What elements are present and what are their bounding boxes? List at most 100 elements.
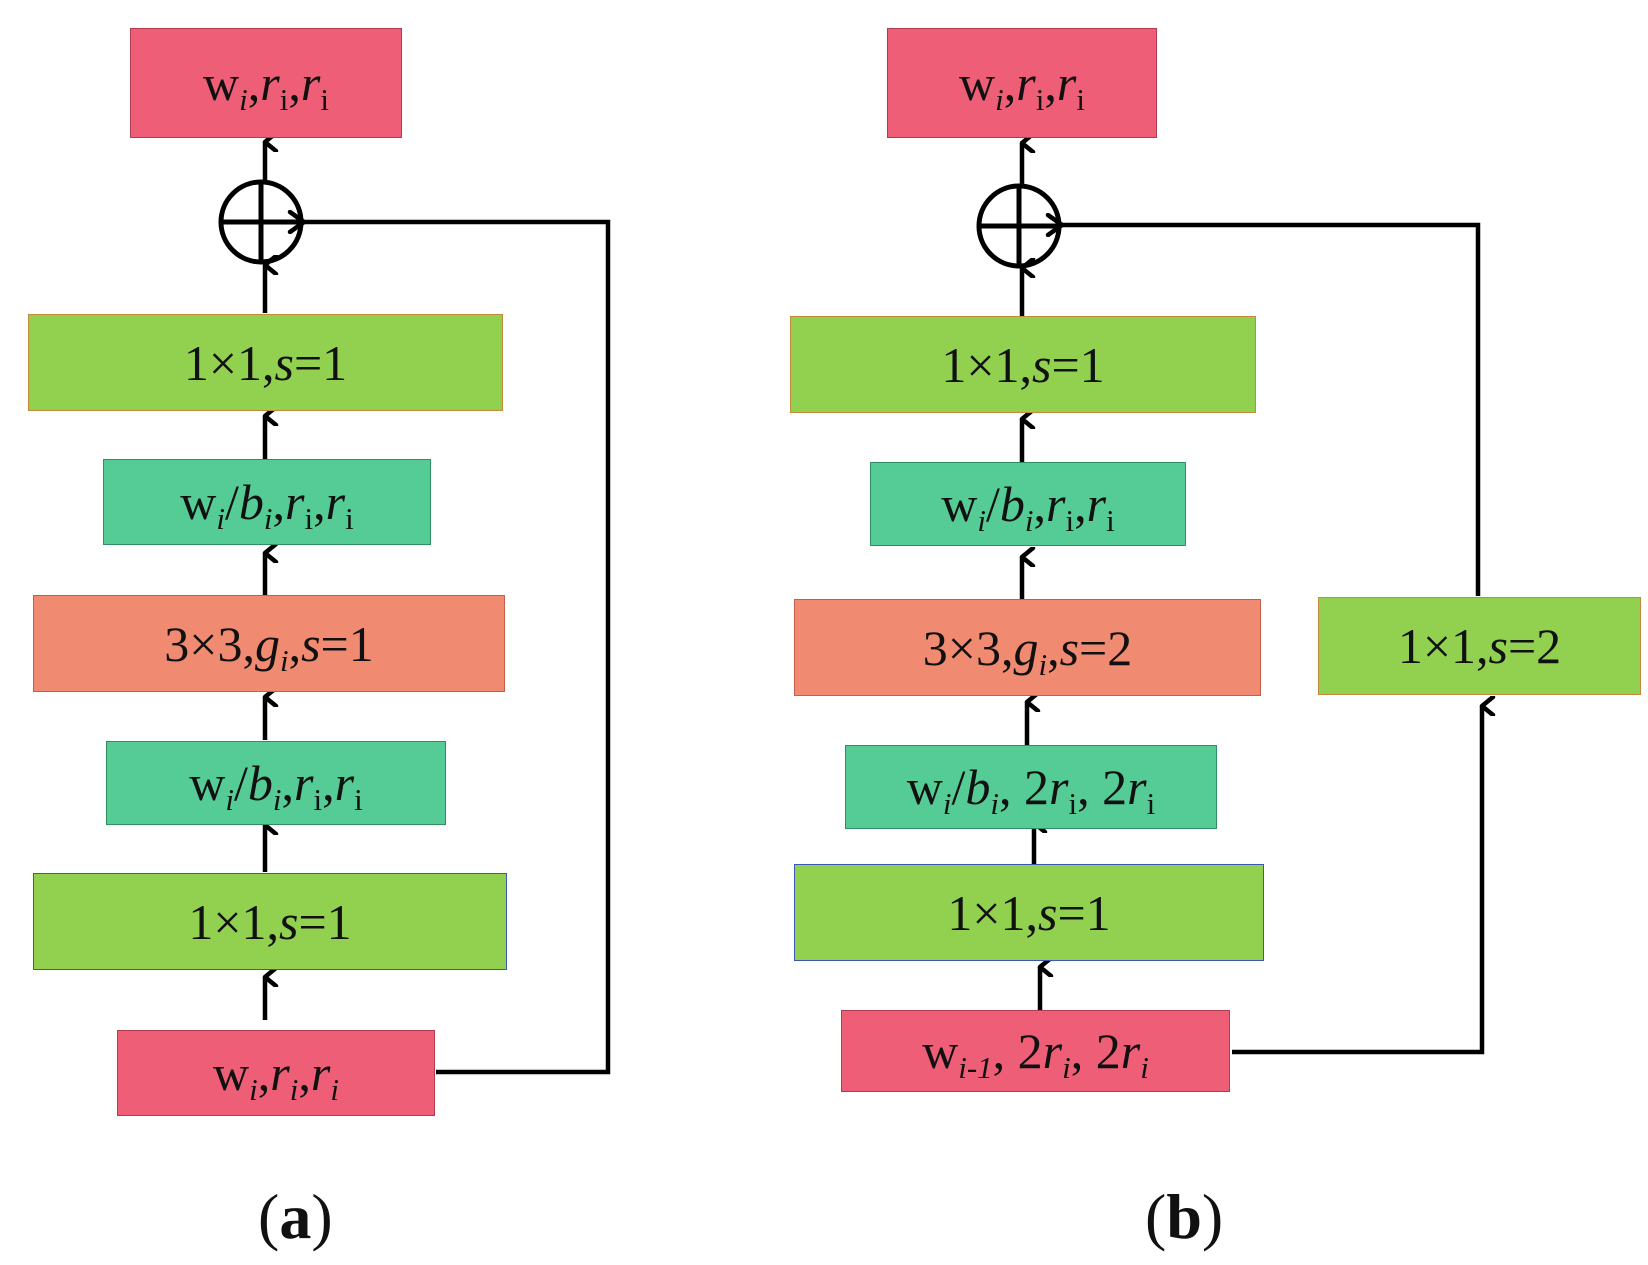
panel-b-norm-bottom-box: wi/bi, 2ri, 2ri: [845, 745, 1217, 829]
label-token-text: w: [203, 55, 240, 111]
label-token-subscript: i: [1068, 785, 1078, 821]
arrow-a-shortcut: [304, 222, 611, 1075]
label-token-text: b: [999, 476, 1025, 532]
label-token: wi: [959, 55, 1004, 115]
label-token-text: s: [1059, 619, 1080, 676]
label-token: ri: [311, 1048, 339, 1105]
label-token-text: r: [300, 55, 321, 111]
panel-b-conv3x3-label: 3×3, gi, s=2: [923, 619, 1133, 680]
label-token-text: b: [238, 474, 264, 530]
panel-b-conv3x3-box: 3×3, gi, s=2: [794, 599, 1261, 696]
label-token-subscript: i: [225, 781, 234, 817]
label-token: ,: [1074, 479, 1087, 529]
label-token-text: /: [225, 474, 239, 530]
label-token-text: r: [1056, 55, 1077, 111]
label-token-text: ,: [298, 1045, 311, 1101]
label-token-text: 1×1,: [941, 336, 1033, 393]
label-token: 1×1,: [184, 338, 275, 388]
panel-a-caption: (a): [258, 1180, 333, 1254]
label-token: ,: [322, 758, 335, 808]
label-token-text: r: [334, 755, 355, 811]
panel-a-conv1x1-top-box: 1×1, s=1: [28, 314, 503, 411]
label-token-text: r: [285, 474, 305, 530]
label-token-text: r: [1046, 476, 1066, 532]
label-token-text: w: [213, 1045, 250, 1101]
label-token: wi: [180, 477, 225, 534]
label-token-text: ,: [247, 55, 261, 111]
panel-a-caption-letter: a: [279, 1181, 312, 1252]
panel-a-input-label: wi, ri, ri: [213, 1045, 339, 1105]
label-token-text: ,: [288, 615, 302, 672]
label-token: ,: [248, 58, 261, 108]
label-token: ri: [285, 474, 313, 534]
label-token: , 2: [993, 1026, 1043, 1076]
panel-a-caption-open: (: [258, 1181, 280, 1252]
panel-b-norm-bottom-label: wi/bi, 2ri, 2ri: [906, 759, 1155, 819]
label-token-subscript: i: [995, 81, 1004, 117]
label-token: s: [275, 338, 294, 388]
panel-b-norm-top-label: wi/bi, ri, ri: [941, 476, 1115, 536]
label-token-text: ,: [313, 474, 326, 530]
label-token: 1×1,: [947, 888, 1038, 938]
panel-b-conv1x1-top-box: 1×1, s=1: [790, 316, 1256, 413]
label-token-text: ,: [1047, 619, 1060, 676]
label-token-subscript: i: [1065, 502, 1075, 538]
label-token: ri: [260, 58, 288, 115]
label-token-text: w: [906, 759, 943, 815]
label-token-text: ,: [1033, 476, 1047, 532]
label-token: wi: [941, 476, 986, 536]
label-token: ,: [298, 1048, 311, 1098]
label-token-text: w: [941, 476, 978, 532]
label-token-subscript: i: [263, 500, 273, 536]
label-token: ri: [1049, 759, 1077, 819]
label-token-subscript: i: [304, 500, 314, 536]
panel-b-output-label: wi, ri, ri: [959, 55, 1085, 115]
label-token: s: [1489, 621, 1508, 671]
label-token: ,: [273, 477, 286, 527]
label-token-subscript: i: [313, 781, 323, 817]
label-token-text: r: [1049, 759, 1069, 815]
label-token-text: =1: [1057, 884, 1111, 941]
label-token-text: w: [959, 55, 996, 111]
label-token-text: 1×1,: [1397, 618, 1489, 674]
label-token-text: r: [270, 1045, 290, 1101]
panel-b-conv1x1-bottom-box: 1×1, s=1: [794, 864, 1264, 961]
label-token: bi: [238, 474, 273, 534]
label-token: ri: [1120, 1023, 1149, 1083]
label-token-text: r: [1120, 1023, 1141, 1079]
label-token: wi: [203, 55, 248, 115]
label-token: s: [1032, 340, 1051, 390]
label-token: ,: [1004, 58, 1017, 108]
label-token: s: [1038, 888, 1057, 938]
label-token: bi: [999, 476, 1034, 536]
panel-a-conv1x1-top-label: 1×1, s=1: [184, 338, 347, 388]
panel-b-input-label: wi-1, 2ri, 2ri: [922, 1023, 1149, 1083]
panel-b-caption: (b): [1145, 1180, 1223, 1254]
label-token: , 2: [1077, 762, 1127, 812]
label-token: =2: [1079, 623, 1132, 673]
panel-b-caption-close: ): [1201, 1181, 1224, 1252]
panel-a-arrows: [262, 142, 611, 1075]
label-token: /: [234, 758, 248, 808]
label-token: ,: [258, 1048, 271, 1098]
label-token: ,: [313, 477, 326, 527]
panel-b-caption-letter: b: [1166, 1181, 1202, 1252]
panel-a-caption-close: ): [311, 1181, 333, 1252]
label-token-text: ,: [288, 55, 301, 111]
label-token: ri: [300, 55, 329, 115]
label-token-text: w: [189, 755, 226, 811]
label-token-text: r: [294, 755, 314, 811]
label-token: ri: [1087, 479, 1115, 536]
label-token: wi: [906, 759, 952, 819]
label-token: gi: [255, 619, 289, 676]
arrow-b-shortcut-to-add: [1062, 225, 1481, 596]
label-token: =1: [294, 338, 347, 388]
panel-a-norm-bottom-box: wi/bi, ri, ri: [106, 741, 446, 825]
label-token-text: , 2: [999, 759, 1050, 815]
label-token-text: ,: [1074, 476, 1087, 532]
label-token-text: r: [1042, 1023, 1063, 1079]
label-token-subscript: i: [1106, 502, 1115, 538]
label-token-text: s: [274, 334, 294, 391]
label-token-subscript: i: [1076, 81, 1085, 117]
